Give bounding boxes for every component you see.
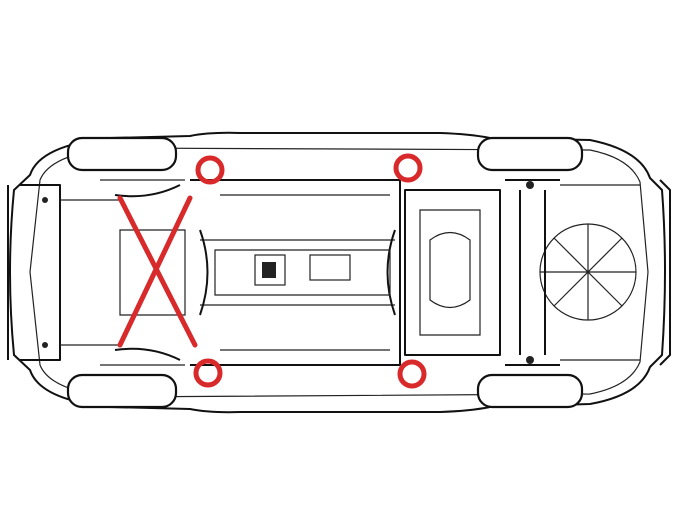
lift-point-front-right	[193, 358, 223, 388]
chassis-details	[20, 179, 640, 366]
wheel-front-right	[66, 373, 178, 409]
wheel-front-left	[66, 136, 178, 172]
wheel-rear-left	[476, 136, 584, 172]
wheels	[66, 136, 584, 409]
lift-point-front-left	[195, 155, 225, 185]
excluded-area-x-mark	[117, 195, 198, 348]
lift-points	[193, 153, 427, 389]
lift-point-rear-right	[397, 359, 427, 389]
lift-point-rear-left	[393, 153, 423, 183]
wheel-rear-right	[476, 373, 584, 409]
